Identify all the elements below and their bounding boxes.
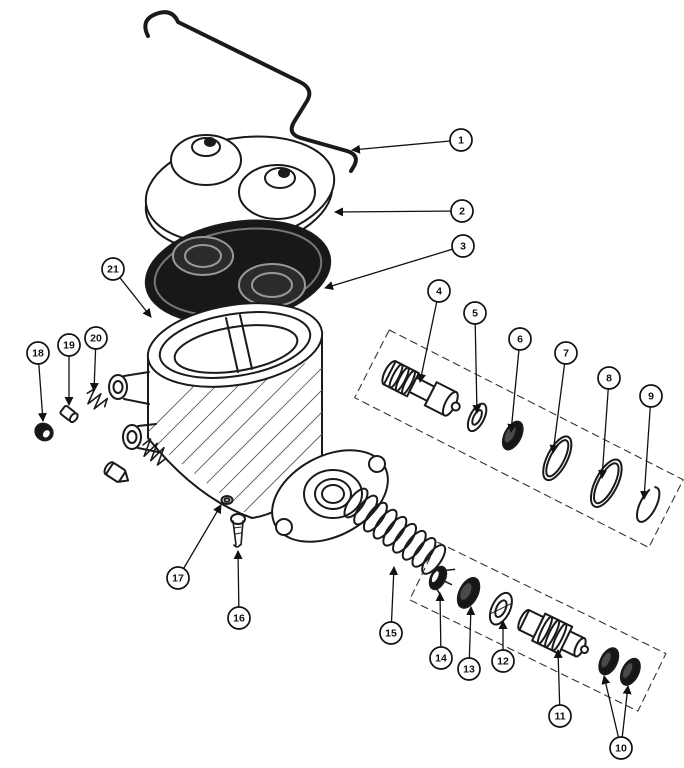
svg-text:4: 4: [436, 286, 442, 298]
callout-4: 4: [427, 279, 451, 303]
seal-ring-large: [542, 435, 573, 482]
spring-retainer: [428, 565, 456, 598]
cover-nub-right: [278, 168, 290, 178]
callout-21: 21: [101, 257, 125, 281]
cover-nub-left: [204, 137, 216, 147]
callout-17: 17: [166, 566, 190, 590]
leader-line-7: [549, 352, 567, 454]
callout-13: 13: [457, 657, 481, 681]
leader-line-1: [351, 139, 462, 154]
leader-line-17: [177, 504, 222, 579]
callout-2: 2: [450, 199, 474, 223]
cover-dome-left: [170, 134, 242, 186]
svg-text:21: 21: [107, 264, 119, 276]
svg-text:5: 5: [472, 308, 478, 320]
leader-line-3: [324, 245, 464, 290]
callout-10: 10: [609, 736, 633, 760]
callout-19: 19: [57, 333, 81, 357]
svg-text:10: 10: [615, 743, 627, 755]
callout-18: 18: [26, 341, 50, 365]
svg-text:3: 3: [460, 241, 466, 253]
secondary-seal-outer: [619, 657, 641, 686]
svg-text:19: 19: [63, 340, 75, 352]
svg-text:18: 18: [32, 348, 44, 360]
piston-washer: [466, 402, 488, 433]
svg-text:11: 11: [554, 711, 565, 723]
leader-line-6: [507, 338, 521, 433]
svg-text:16: 16: [233, 613, 245, 625]
primary-cup-seal: [501, 420, 524, 451]
outlet-port-upper: [108, 371, 150, 405]
callout-8: 8: [597, 366, 621, 390]
callout-14: 14: [429, 646, 453, 670]
tube-seat: [34, 422, 54, 442]
residual-valve-spring: [142, 438, 166, 466]
callout-3: 3: [451, 234, 475, 258]
svg-text:6: 6: [517, 334, 523, 346]
flange-bolt-hole-left: [275, 518, 293, 536]
assembly-boundary-secondary: [409, 541, 667, 712]
svg-text:1: 1: [458, 135, 464, 147]
primary-piston-assembly: [354, 329, 684, 549]
svg-text:15: 15: [385, 628, 397, 640]
leader-line-5: [472, 312, 482, 414]
callout-1: 1: [449, 128, 473, 152]
leader-line-8: [598, 377, 610, 479]
svg-text:9: 9: [648, 391, 654, 403]
leader-line-4: [417, 290, 440, 383]
callout-16: 16: [227, 606, 251, 630]
secondary-piston-assembly: [409, 541, 667, 712]
svg-text:2: 2: [459, 206, 465, 218]
piston-return-spring: [343, 487, 447, 575]
secondary-piston: [517, 609, 590, 658]
stop-screw: [230, 513, 246, 548]
cover-dome-right: [238, 164, 316, 220]
seal-washer: [488, 591, 513, 626]
leader-line-2: [334, 207, 463, 217]
svg-text:13: 13: [463, 664, 475, 676]
primary-piston: [381, 360, 461, 417]
flange-bolt-hole-right: [368, 455, 386, 473]
svg-text:14: 14: [435, 653, 447, 665]
secondary-seal-inner: [598, 647, 620, 676]
assembly-boundary-primary: [354, 329, 684, 549]
callout-15: 15: [379, 621, 403, 645]
check-valve-spring: [86, 387, 109, 410]
reservoir-divider: [225, 317, 239, 373]
callout-12: 12: [491, 649, 515, 673]
retainer-ring: [589, 458, 623, 508]
svg-text:20: 20: [90, 333, 102, 345]
callout-11: 11: [548, 704, 572, 728]
svg-text:7: 7: [563, 348, 569, 360]
check-valve: [59, 404, 79, 424]
svg-text:8: 8: [606, 373, 612, 385]
secondary-cup-seal: [456, 576, 481, 609]
leader-line-9: [640, 395, 652, 500]
callout-7: 7: [554, 341, 578, 365]
retainer-bail-wire: [143, 10, 358, 173]
leader-line-10: [601, 675, 622, 749]
screw-washer: [220, 495, 234, 505]
mounting-flange: [271, 449, 389, 543]
svg-text:17: 17: [172, 573, 184, 585]
callout-5: 5: [463, 301, 487, 325]
callout-6: 6: [508, 327, 532, 351]
callout-20: 20: [84, 326, 108, 350]
outlet-fitting: [103, 461, 130, 483]
snap-ring: [635, 483, 661, 523]
callout-9: 9: [639, 384, 663, 408]
svg-text:12: 12: [497, 656, 509, 668]
